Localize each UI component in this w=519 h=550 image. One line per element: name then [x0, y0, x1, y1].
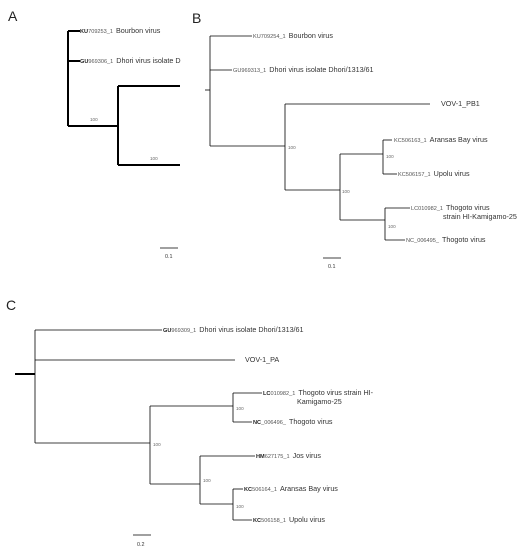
panel-b-taxon-thogoto-strain-line2: strain HI-Kamigamo-25 — [443, 212, 517, 221]
panel-a-bootstrap-2: 100 — [150, 156, 158, 161]
panel-c-bootstrap-1: 100 — [236, 406, 244, 411]
panel-a-bootstrap-1: 100 — [90, 117, 98, 122]
panel-b-bootstrap-2: 100 — [386, 154, 394, 159]
panel-b-taxon-thogoto: NC_006495_Thogoto virus — [406, 235, 486, 244]
panel-b-scale-label: 0.1 — [328, 264, 336, 270]
panel-c-taxon-thogoto-strain-line2: Kamigamo-25 — [297, 397, 342, 406]
panel-c-tree-branches — [15, 329, 262, 521]
panel-c-taxon-thogoto: NC_006496_Thogoto virus — [253, 417, 333, 426]
panel-c-bootstrap-3: 100 — [203, 478, 211, 483]
panel-b-letter: B — [192, 10, 201, 26]
panel-b-taxon-vov1-pb1: VOV-1_PB1 — [441, 99, 480, 108]
panel-c-letter: C — [6, 297, 16, 313]
panel-c-taxon-vov1-pa: VOV-1_PA — [245, 355, 279, 364]
panel-c-bootstrap-2: 100 — [153, 442, 161, 447]
panel-a-tree-branches — [67, 30, 180, 166]
panel-c-scale-label: 0.2 — [137, 542, 145, 548]
panel-a-letter: A — [8, 8, 18, 24]
panel-b-bootstrap-1: 100 — [288, 145, 296, 150]
panel-c-bootstrap-4: 100 — [236, 504, 244, 509]
panel-b-tree-branches — [205, 35, 430, 241]
panel-b-bootstrap-4: 100 — [388, 224, 396, 229]
panel-b-bootstrap-3: 100 — [342, 189, 350, 194]
panel-a-scale-label: 0.1 — [165, 254, 173, 260]
